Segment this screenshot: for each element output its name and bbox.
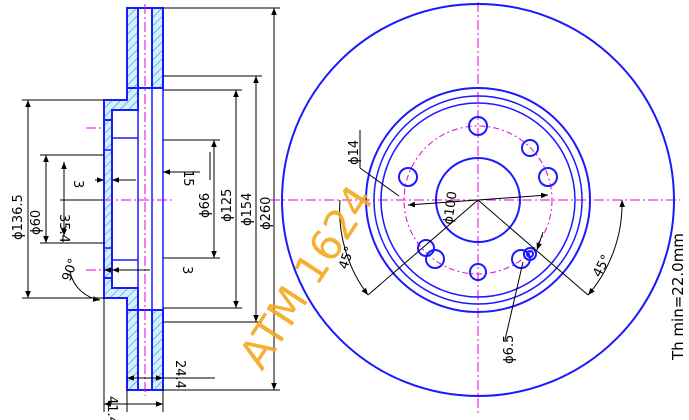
small-holes [417,139,539,281]
friction-ring-top [126,7,164,89]
dim-154: ϕ154 [240,193,255,226]
dim-60: ϕ60 [29,210,44,235]
dim-136-5: ϕ136.5 [11,194,26,240]
dim-24-4: 24.4 [172,360,187,389]
dim-6-5: ϕ6.5 [502,335,517,364]
stud-holes [398,116,558,269]
dim-125: ϕ125 [220,189,235,222]
dim-3-top: 3 [70,180,85,188]
dim-15: 15 [180,170,195,187]
hub-hat-section [103,87,139,311]
dim-3-bottom: 3 [179,266,194,274]
dim-35-4: 35.4 [56,214,71,243]
dim-66: ϕ66 [198,193,213,218]
dim-45-right: 45° [590,252,614,279]
dim-45-left: 45° [337,245,358,272]
dim-41-4: 41.4 [104,396,119,420]
dim-260: ϕ260 [259,197,274,230]
thickness-min-note: Th min=22.0mm [669,233,687,361]
dim-90deg: 90° [60,257,82,284]
dim-100: ϕ100 [441,190,461,225]
side-section-view: ϕ136.5 ϕ60 35.4 3 15 3 90° ϕ66 ϕ125 ϕ154… [11,4,280,420]
dim-14: ϕ14 [347,140,362,165]
front-view: ϕ14 ϕ100 45° 45° ϕ6.5 [270,2,680,416]
disc-outer-edge [281,3,675,397]
